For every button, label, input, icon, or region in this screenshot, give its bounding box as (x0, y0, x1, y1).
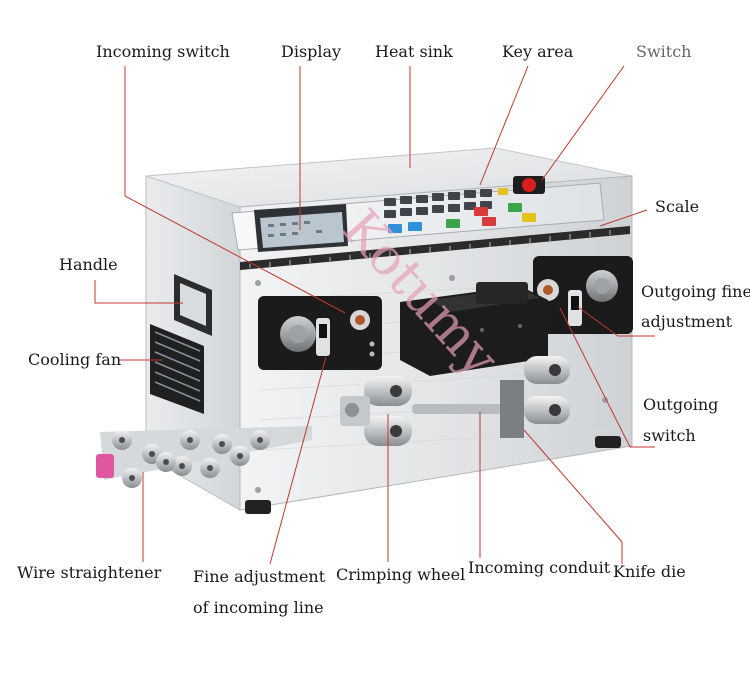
leader-fine-adjust-incoming (269, 356, 327, 565)
label-outgoing-switch-1: Outgoing (643, 395, 719, 414)
leader-outgoing-switch (559, 307, 655, 448)
incoming-knob-panel (258, 296, 382, 370)
leader-outgoing-fine (577, 306, 655, 337)
leader-scale (599, 209, 648, 227)
wire-straightener-assembly (96, 426, 312, 488)
label-incoming-conduit: Incoming conduit (468, 558, 611, 577)
leader-incoming-switch (124, 66, 346, 314)
label-crimping-wheel: Crimping wheel (336, 565, 466, 584)
label-wire-straightener: Wire straightener (17, 563, 162, 582)
label-heat-sink: Heat sink (375, 42, 453, 61)
power-switch (513, 176, 545, 194)
label-outgoing-fine-adjustment-2: adjustment (641, 312, 733, 331)
label-scale: Scale (655, 197, 700, 216)
outgoing-knob-panel (533, 256, 633, 334)
label-incoming-switch: Incoming switch (96, 42, 230, 61)
label-key-area: Key area (502, 42, 574, 61)
keypad (384, 188, 536, 233)
cooling-fan-grille (150, 324, 204, 414)
label-display: Display (281, 42, 342, 61)
lcd-display (254, 204, 348, 252)
label-switch: Switch (636, 42, 692, 61)
label-cooling-fan: Cooling fan (28, 350, 122, 369)
label-knife-die: Knife die (613, 562, 686, 581)
leader-handle (94, 280, 183, 304)
label-outgoing-fine-adjustment-1: Outgoing fine (641, 282, 750, 301)
label-outgoing-switch-2: switch (643, 426, 696, 445)
leader-knife-die (523, 429, 623, 564)
label-handle: Handle (59, 255, 118, 274)
label-fine-adjustment-incoming-1: Fine adjustment (193, 567, 326, 586)
cutter-housing (400, 282, 548, 376)
side-handle (174, 274, 212, 336)
crimping-wheels (340, 356, 570, 446)
leader-switch (541, 65, 625, 181)
label-fine-adjustment-incoming-2: of incoming line (193, 598, 324, 617)
leader-lines (94, 65, 655, 565)
leader-key-area (479, 65, 529, 186)
